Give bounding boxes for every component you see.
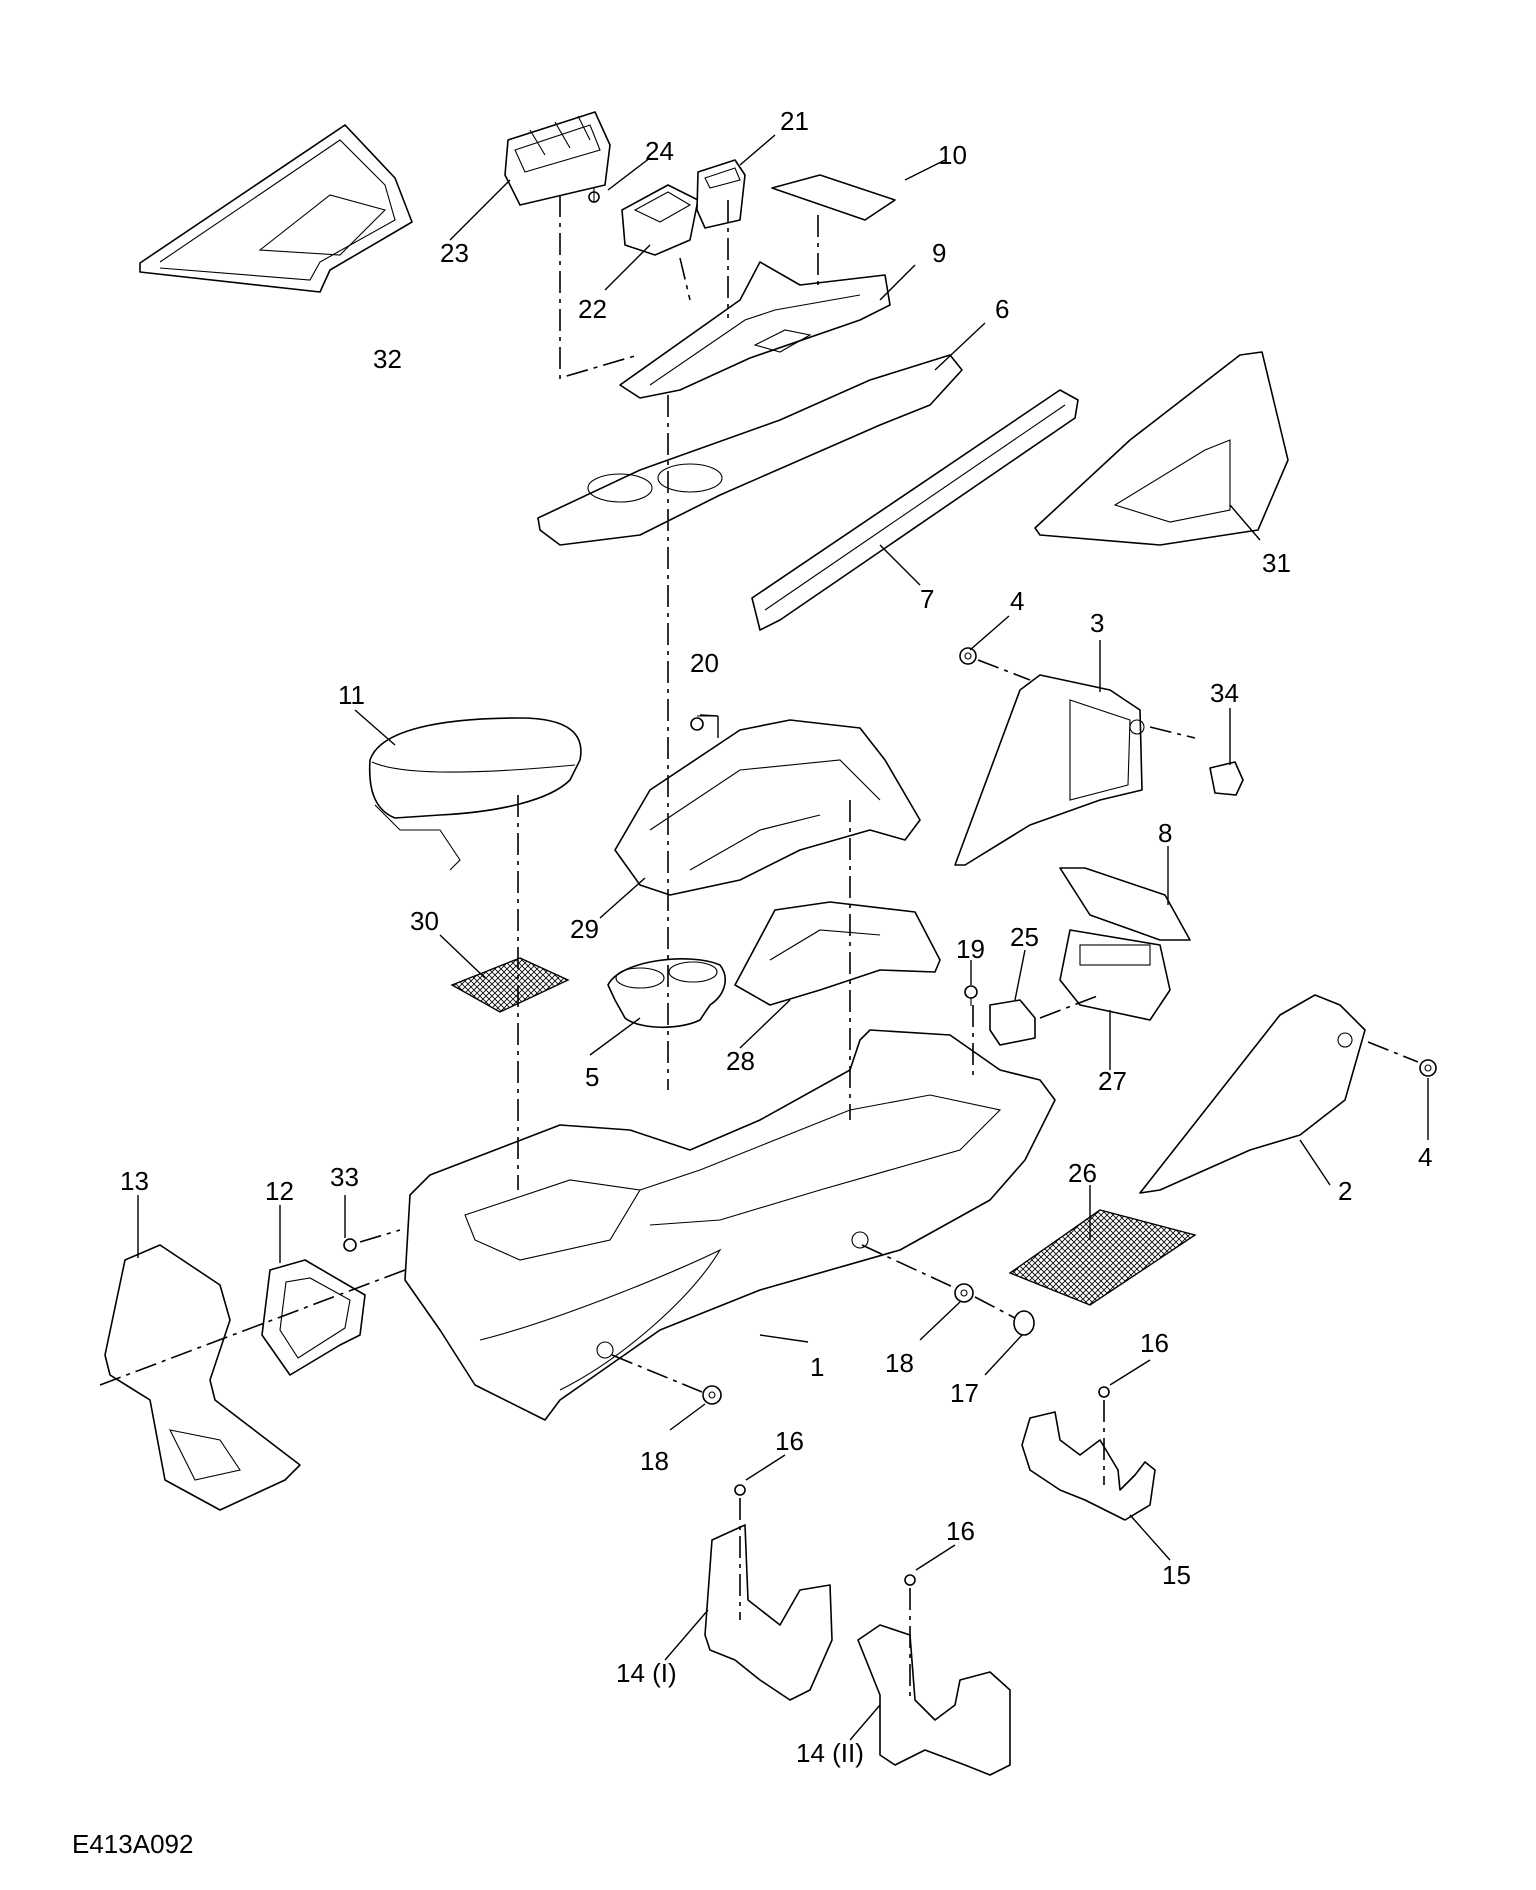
callout-21: 21 (780, 106, 809, 136)
callout-31: 31 (1262, 548, 1291, 578)
assembly-axes (99, 195, 1419, 1700)
figure-code: E413A092 (72, 1829, 193, 1859)
callout-1: 1 (810, 1352, 824, 1382)
callout-17: 17 (950, 1378, 979, 1408)
part-front-bezel-13 (104, 1244, 301, 1511)
callout-12: 12 (265, 1176, 294, 1206)
part-screw-33 (343, 1238, 357, 1252)
part-rear-panel-3 (954, 674, 1145, 866)
callout-7: 7 (920, 584, 934, 614)
part-grommet-17 (1013, 1310, 1035, 1336)
callout-14-i: 14 (I) (616, 1658, 677, 1688)
callout-10: 10 (938, 140, 967, 170)
part-cup-holder-5 (607, 958, 726, 1029)
part-switch-22 (621, 184, 699, 256)
part-nut-16-left (734, 1484, 746, 1496)
callout-19: 19 (956, 934, 985, 964)
part-trim-bezel-32 (139, 124, 413, 293)
callout-6: 6 (995, 294, 1009, 324)
callout-30: 30 (410, 906, 439, 936)
part-connector-25 (989, 999, 1036, 1046)
part-switch-21 (696, 159, 746, 229)
callout-9: 9 (932, 238, 946, 268)
part-trim-strip-7 (751, 389, 1079, 631)
part-bolt-4-right (1419, 1059, 1437, 1077)
callout-16: 16 (946, 1516, 975, 1546)
callout-29: 29 (570, 914, 599, 944)
part-bracket-28 (734, 901, 941, 1006)
callout-13: 13 (120, 1166, 149, 1196)
callout-16: 16 (1140, 1328, 1169, 1358)
part-control-panel-27 (1059, 929, 1171, 1021)
part-screw-24 (588, 187, 600, 203)
callout-14-ii: 14 (II) (796, 1738, 864, 1768)
callout-22: 22 (578, 294, 607, 324)
part-bracket-14-ii (857, 1624, 1011, 1776)
callout-32: 32 (373, 344, 402, 374)
part-bracket-14-i (704, 1524, 833, 1701)
callout-11: 11 (338, 680, 365, 710)
callout-4: 4 (1010, 586, 1024, 616)
part-bolt-18-right (954, 1283, 974, 1303)
part-mat-30 (450, 957, 570, 1013)
part-clip-34 (1209, 761, 1244, 796)
part-screw-19 (964, 985, 978, 1006)
callout-16: 16 (775, 1426, 804, 1456)
part-inner-frame-29 (614, 719, 921, 896)
callout-20: 20 (690, 648, 719, 678)
part-upper-panel-9 (619, 261, 891, 399)
callout-34: 34 (1210, 678, 1239, 708)
callout-18: 18 (640, 1446, 669, 1476)
part-screw-20 (690, 715, 718, 731)
callout-4: 4 (1418, 1142, 1432, 1172)
part-bracket-15 (1021, 1411, 1156, 1521)
callout-2: 2 (1338, 1176, 1352, 1206)
part-pad-10 (771, 174, 896, 221)
callout-28: 28 (726, 1046, 755, 1076)
part-bolt-4-upper (959, 647, 977, 665)
part-side-trim-31 (1034, 351, 1289, 546)
part-bolt-18-left (702, 1385, 722, 1405)
part-nut-16-center (904, 1574, 916, 1586)
part-armrest-11 (368, 717, 582, 871)
callout-5: 5 (585, 1062, 599, 1092)
part-switch-pack-23 (504, 111, 611, 206)
part-cupholder-trim-6 (537, 354, 963, 546)
callout-15: 15 (1162, 1560, 1191, 1590)
part-floor-mat-26 (1008, 1209, 1197, 1306)
callout-3: 3 (1090, 608, 1104, 638)
callout-23: 23 (440, 238, 469, 268)
leader-lines (137, 134, 1429, 1741)
part-console-body-1 (404, 1029, 1056, 1421)
callout-8: 8 (1158, 818, 1172, 848)
callout-24: 24 (645, 136, 674, 166)
callout-27: 27 (1098, 1066, 1127, 1096)
part-side-panel-2 (1139, 994, 1366, 1194)
callout-25: 25 (1010, 922, 1039, 952)
part-panel-8 (1059, 867, 1191, 941)
callout-labels: 1 2 3 4 4 5 6 7 8 9 10 11 12 13 14 (I) 1… (120, 106, 1432, 1768)
callout-33: 33 (330, 1162, 359, 1192)
callout-26: 26 (1068, 1158, 1097, 1188)
part-vent-12 (261, 1259, 366, 1376)
callout-18: 18 (885, 1348, 914, 1378)
part-nut-16-right (1098, 1386, 1110, 1398)
